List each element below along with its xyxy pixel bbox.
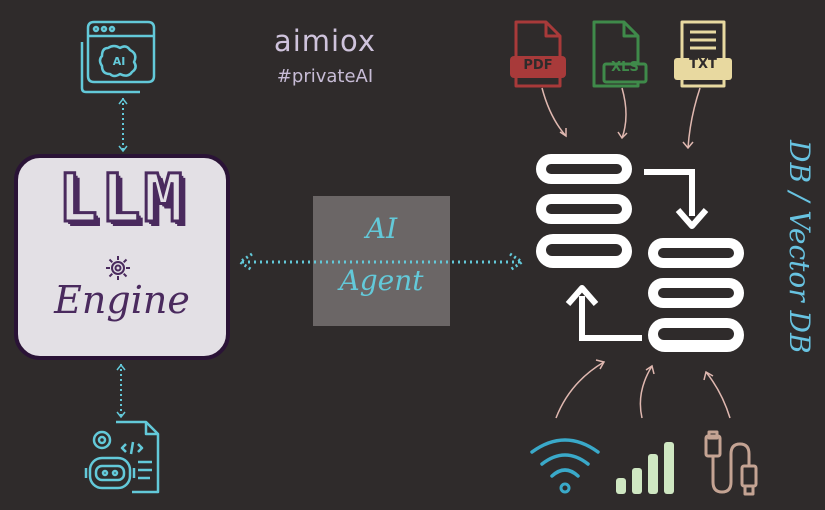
database-icon — [536, 154, 632, 268]
llm-title: LLM — [56, 159, 187, 239]
robot-code-icon — [84, 420, 160, 494]
usb-cable-icon — [704, 430, 758, 496]
file-arrows — [541, 87, 701, 150]
txt-file-icon — [674, 20, 732, 88]
sync-arrow-up-icon — [565, 285, 642, 341]
agent-label-line1: AI — [365, 212, 398, 245]
svg-text:AI: AI — [113, 55, 126, 68]
brand-title: aimiox — [273, 24, 377, 58]
brand-hashtag: #privateAI — [276, 66, 374, 87]
agent-label-line2: Agent — [339, 264, 424, 297]
agent-connector — [237, 252, 525, 272]
xls-label: XLS — [611, 60, 639, 75]
pdf-label: PDF — [523, 58, 553, 73]
database-icon — [648, 238, 744, 352]
source-arrows — [555, 359, 731, 419]
wifi-icon — [530, 438, 600, 494]
txt-label: TXT — [689, 57, 717, 72]
browser-ai-brain-icon: AI — [80, 20, 156, 94]
bottom-connector — [116, 363, 126, 419]
pdf-file-icon — [510, 20, 566, 88]
signal-bars-icon — [616, 442, 674, 494]
xls-file-icon — [592, 20, 648, 88]
gear-icon — [106, 256, 130, 280]
database-label: DB / Vector DB — [783, 140, 816, 354]
llm-engine-box — [14, 154, 230, 360]
top-connector — [118, 97, 128, 153]
sync-arrow-down-icon — [644, 169, 709, 229]
llm-subtitle: Engine — [54, 278, 190, 322]
